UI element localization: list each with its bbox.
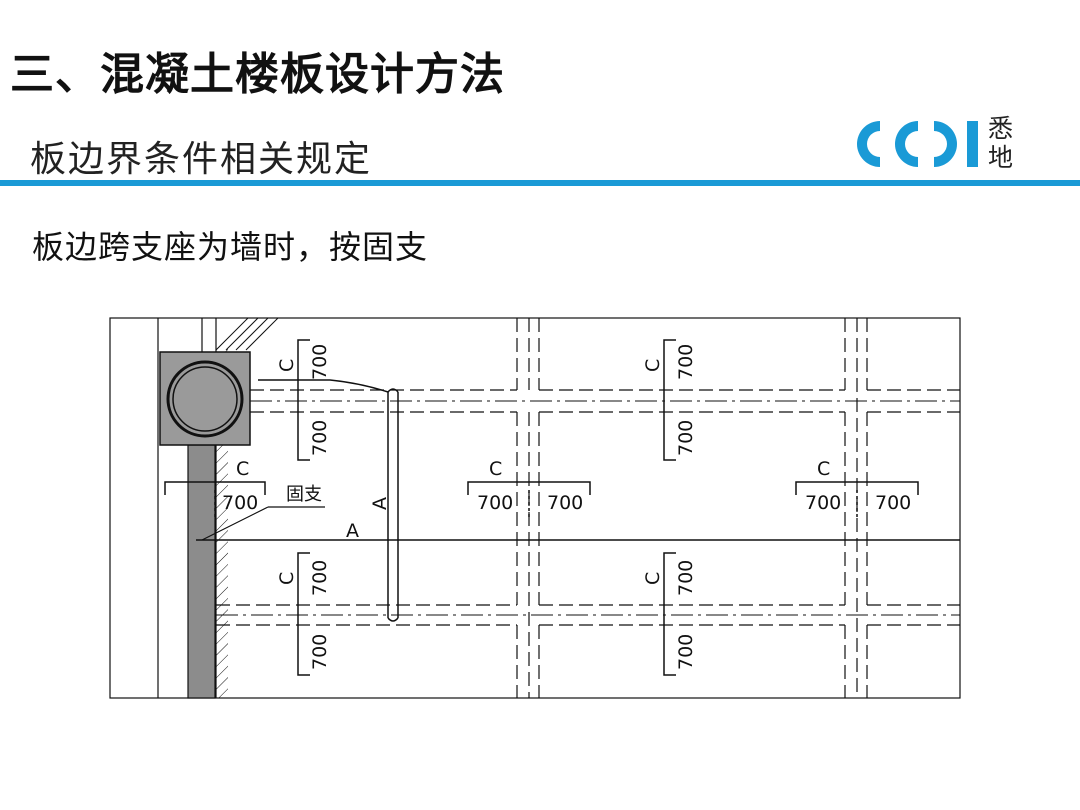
slide-subtitle: 板边界条件相关规定 xyxy=(30,139,373,180)
wall-section xyxy=(187,444,216,699)
label-700: 700 xyxy=(805,492,841,514)
label-700: 700 xyxy=(477,492,513,514)
slide-title: 三、混凝土楼板设计方法 xyxy=(10,49,505,100)
label-700: 700 xyxy=(309,420,331,456)
label-700: 700 xyxy=(309,344,331,380)
label-700: 700 xyxy=(675,634,697,670)
label-700: 700 xyxy=(309,560,331,596)
label-700: 700 xyxy=(675,560,697,596)
fixed-leader xyxy=(201,506,325,541)
slide-note: 板边跨支座为墙时，按固支 xyxy=(32,228,429,266)
label-c: C xyxy=(489,458,502,480)
label-700: 700 xyxy=(675,420,697,456)
logo-text-top: 悉 xyxy=(988,114,1014,143)
diagram-labels: C 700 固支 C 700 700 C 700 700 A A C 700 7… xyxy=(222,344,911,670)
pipe-outer xyxy=(166,360,244,438)
label-c: C xyxy=(642,359,664,372)
horizontal-dimension-brackets xyxy=(164,481,919,518)
top-hatch xyxy=(215,317,279,351)
section-line-a xyxy=(196,379,960,622)
logo-text-bottom: 地 xyxy=(988,143,1014,172)
label-700: 700 xyxy=(547,492,583,514)
label-700: 700 xyxy=(222,492,258,514)
label-a: A xyxy=(369,497,391,510)
label-a: A xyxy=(346,520,359,542)
label-c: C xyxy=(276,359,298,372)
center-lines xyxy=(216,400,960,616)
label-700: 700 xyxy=(675,344,697,380)
label-fixed-support: 固支 xyxy=(286,484,322,505)
pipe-inner xyxy=(172,366,238,432)
drawing-frame xyxy=(109,317,961,699)
label-c: C xyxy=(817,458,830,480)
vertical-dimension-brackets xyxy=(297,339,676,676)
label-c: C xyxy=(276,572,298,585)
label-700: 700 xyxy=(875,492,911,514)
label-c: C xyxy=(642,572,664,585)
company-logo xyxy=(857,121,978,167)
label-700: 700 xyxy=(309,634,331,670)
header-divider xyxy=(0,180,1080,186)
label-c: C xyxy=(236,458,249,480)
